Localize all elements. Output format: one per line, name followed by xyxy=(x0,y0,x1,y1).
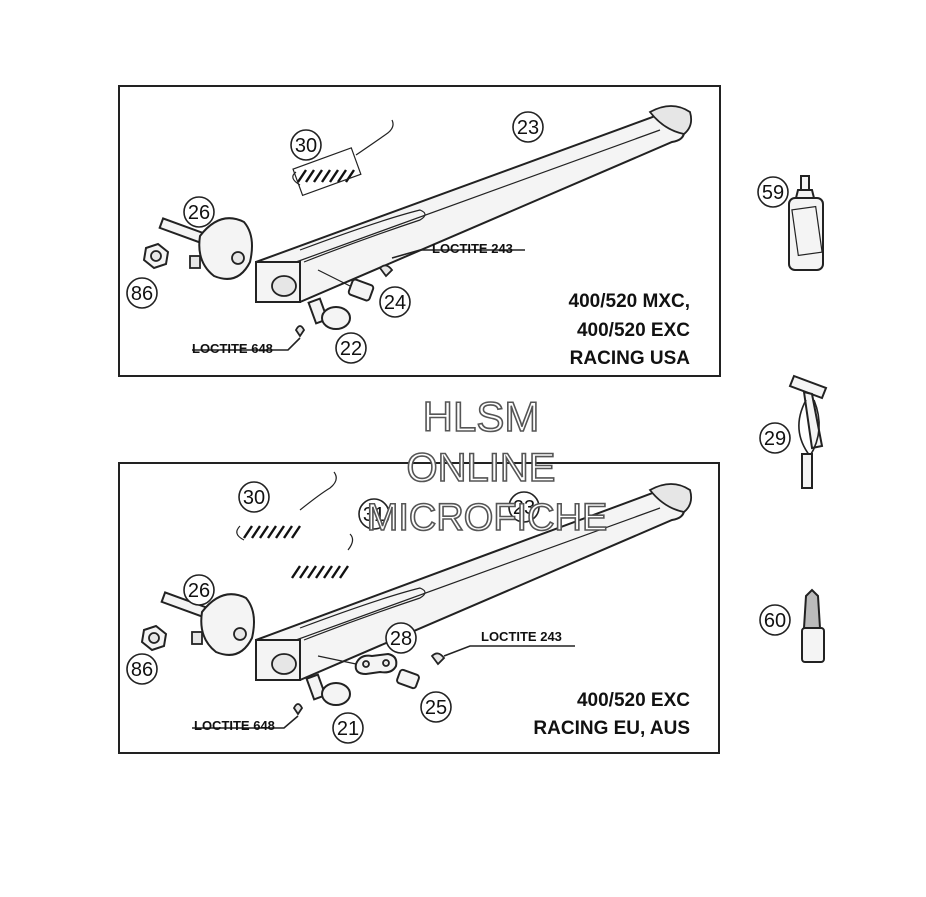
svg-text:25: 25 xyxy=(425,697,447,719)
svg-text:29: 29 xyxy=(764,428,786,450)
nut-86-bottom xyxy=(140,624,168,652)
svg-text:22: 22 xyxy=(340,338,362,360)
callout-59: 59 xyxy=(757,176,789,208)
callout-31-bottom: 31 xyxy=(358,498,390,530)
model-line-3-top: RACING USA xyxy=(570,348,691,369)
callout-86-bottom: 86 xyxy=(126,653,158,685)
svg-text:28: 28 xyxy=(390,628,412,650)
svg-text:60: 60 xyxy=(764,610,786,632)
model-line-1-bottom: 400/520 EXC xyxy=(577,690,690,711)
tool-29 xyxy=(788,374,828,489)
callout-22-top: 22 xyxy=(335,332,367,364)
loctite-243-label-top: LOCTITE 243 xyxy=(432,241,513,256)
pivot-bolt-26-top xyxy=(158,217,253,280)
leader-loctite648-top xyxy=(192,337,301,351)
bottle-59 xyxy=(788,175,824,271)
panel-top: 30 23 26 86 24 22 LOCTITE 243 LOCTITE 64… xyxy=(118,85,721,377)
svg-text:31: 31 xyxy=(363,504,385,526)
svg-text:23: 23 xyxy=(517,117,539,139)
callout-28-bottom: 28 xyxy=(385,622,417,654)
svg-text:86: 86 xyxy=(131,659,153,681)
leader-loctite648-bottom xyxy=(192,715,299,729)
side-stand-leg-top xyxy=(254,105,693,304)
callout-30-bottom: 30 xyxy=(238,481,270,513)
spring-30-top xyxy=(292,119,394,197)
watermark: HLSM ONLINE MICROFICHE xyxy=(366,392,608,540)
callout-29: 29 xyxy=(759,422,791,454)
bolt-25-bottom xyxy=(396,652,446,690)
callout-23-top: 23 xyxy=(512,111,544,143)
svg-text:86: 86 xyxy=(131,283,153,305)
panel-bottom: 30 31 23 26 86 28 25 21 LOCTITE 243 LOCT… xyxy=(118,462,720,754)
tube-60 xyxy=(801,588,825,663)
bolt-22-top xyxy=(294,297,351,338)
bolt-24-top xyxy=(317,264,394,302)
svg-text:26: 26 xyxy=(188,580,210,602)
callout-60: 60 xyxy=(759,604,791,636)
model-line-1-top: 400/520 MXC, xyxy=(569,291,690,312)
callout-30-top: 30 xyxy=(290,129,322,161)
svg-text:30: 30 xyxy=(295,135,317,157)
watermark-line-1: HLSM xyxy=(423,393,540,440)
side-parts: 59 29 60 xyxy=(757,175,828,663)
svg-text:24: 24 xyxy=(384,292,406,314)
spring-31-bottom xyxy=(291,533,354,579)
pivot-bolt-26-bottom xyxy=(160,591,255,656)
svg-text:59: 59 xyxy=(762,182,784,204)
leader-loctite243-bottom xyxy=(443,645,575,657)
callout-23-bottom: 23 xyxy=(508,491,540,523)
svg-text:21: 21 xyxy=(337,718,359,740)
side-stand-leg-bottom xyxy=(254,483,693,682)
svg-text:26: 26 xyxy=(188,202,210,224)
callout-25-bottom: 25 xyxy=(420,691,452,723)
loctite-648-label-bottom: LOCTITE 648 xyxy=(194,718,275,733)
callout-26-top: 26 xyxy=(183,196,215,228)
plate-28-bottom xyxy=(317,652,398,676)
model-line-2-top: 400/520 EXC xyxy=(577,320,690,341)
watermark-line-3: MICROFICHE xyxy=(367,497,608,539)
loctite-243-label-bottom: LOCTITE 243 xyxy=(481,629,562,644)
svg-text:30: 30 xyxy=(243,487,265,509)
watermark-line-2: ONLINE xyxy=(407,446,556,490)
callout-86-top: 86 xyxy=(126,277,158,309)
model-line-2-bottom: RACING EU, AUS xyxy=(533,718,690,739)
spring-30-bottom xyxy=(236,471,337,541)
leader-loctite243-top xyxy=(391,249,525,259)
callout-26-bottom: 26 xyxy=(183,574,215,606)
callout-21-bottom: 21 xyxy=(332,712,364,744)
bolt-21-bottom xyxy=(292,673,351,716)
callout-24-top: 24 xyxy=(379,286,411,318)
loctite-648-label-top: LOCTITE 648 xyxy=(192,341,273,356)
svg-text:23: 23 xyxy=(513,497,535,519)
nut-86-top xyxy=(142,242,170,270)
